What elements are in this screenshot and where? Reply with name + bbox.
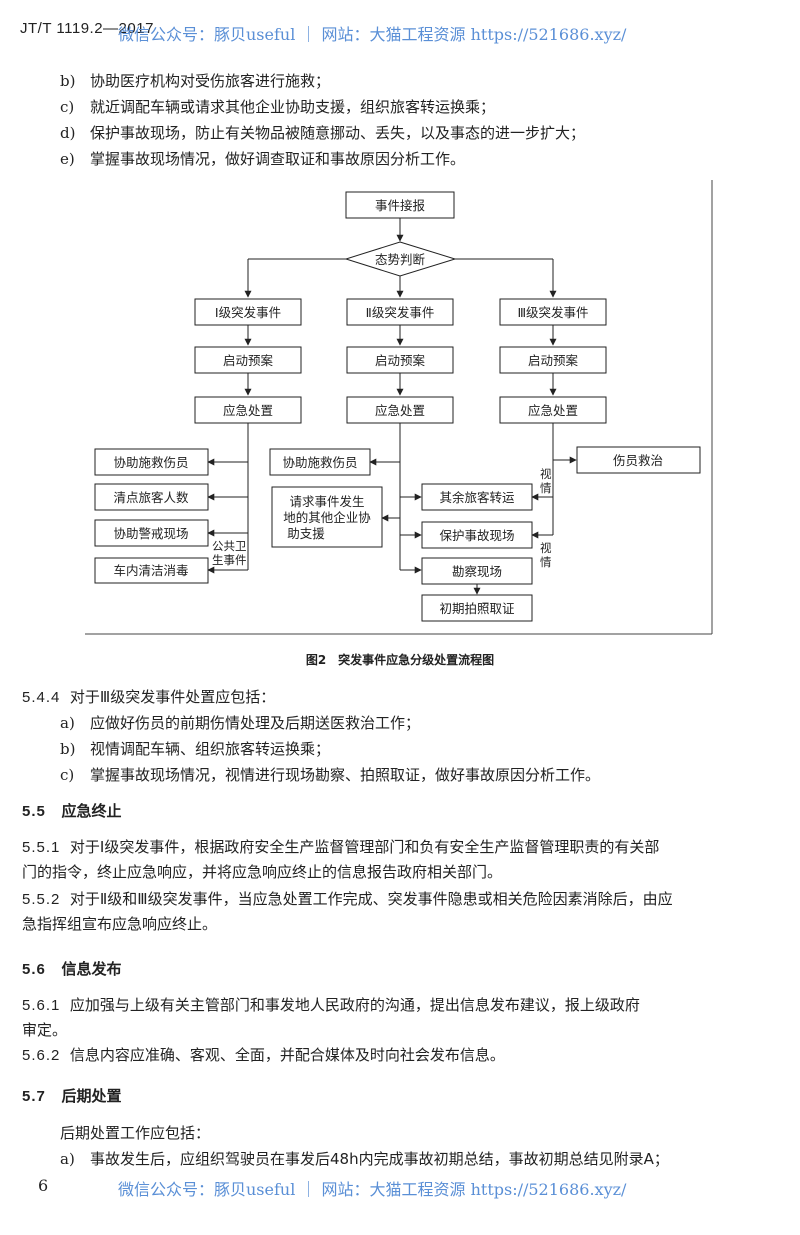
by-condition-label: 情 xyxy=(540,481,552,495)
plan-box-2 xyxy=(346,346,454,374)
start-box xyxy=(345,191,455,219)
watermark-bottom: 微信公众号：豚贝useful ｜ 网站：大猫工程资源 https://52168… xyxy=(118,1180,627,1199)
level2-text: Ⅱ级突发事件 xyxy=(366,305,435,320)
request-text-line: 请求事件发生 xyxy=(289,494,364,509)
clause-5-7-intro: 后期处置工作应包括： xyxy=(60,1124,211,1142)
flowchart: 事件接报 态势判断 Ⅰ级突发事件 Ⅱ级突发事件 Ⅲ级突发事件 启动预案 启动预案… xyxy=(85,180,713,635)
plan-text: 启动预案 xyxy=(528,353,579,368)
clause-5-5-2-cont: 急指挥组宣布应急响应终止。 xyxy=(22,915,218,933)
figure-caption: 图2 突发事件应急分级处置流程图 xyxy=(305,653,495,667)
section-heading-5-7: 5.7 后期处置 xyxy=(22,1087,122,1105)
left-box-1 xyxy=(94,448,209,476)
level2-box xyxy=(346,298,454,326)
right-box-survey xyxy=(421,557,533,585)
list-item: d)保护事故现场，防止有关物品被随意挪动、丢失，以及事态的进一步扩大； xyxy=(60,124,586,142)
list-item: a)事故发生后，应组织驾驶员在事发后48h内完成事故初期总结，事故初期总结见附录… xyxy=(60,1150,669,1168)
clause-5-6-1: 5.6.1 应加强与上级有关主管部门和事发地人民政府的沟通，提出信息发布建议，报… xyxy=(22,996,640,1014)
left-box-text: 车内清洁消毒 xyxy=(113,563,188,578)
right-box-text: 初期拍照取证 xyxy=(439,601,515,616)
list-item: b)协助医疗机构对受伤旅客进行施救； xyxy=(60,72,331,90)
request-text-line: 地的其他企业协 xyxy=(283,510,371,525)
clause-5-4-4: 5.4.4 对于Ⅲ级突发事件处置应包括： xyxy=(22,688,276,706)
clause-5-5-1: 5.5.1 对于Ⅰ级突发事件，根据政府安全生产监督管理部门和负有安全生产监督管理… xyxy=(22,838,660,856)
by-condition-label: 视 xyxy=(540,541,552,555)
level1-box xyxy=(194,298,302,326)
request-text-line: 助支援 xyxy=(287,526,325,541)
treat-box xyxy=(576,446,701,474)
clause-5-6-1-cont: 审定。 xyxy=(22,1021,68,1039)
page-number: 6 xyxy=(38,1176,49,1195)
by-condition-label: 视 xyxy=(540,467,552,481)
plan-text: 启动预案 xyxy=(375,353,426,368)
handle-box-3 xyxy=(499,396,607,424)
left-box-4 xyxy=(94,557,209,584)
list-item: e)掌握事故现场情况，做好调查取证和事故原因分析工作。 xyxy=(60,150,466,168)
standard-number: JT/T 1119.2—2017 xyxy=(20,20,154,37)
right-box-text: 勘察现场 xyxy=(452,564,502,579)
plan-box-1 xyxy=(194,346,302,374)
decision-diamond xyxy=(344,241,457,277)
left-box-text: 协助施救伤员 xyxy=(113,455,188,470)
list-item: b)视情调配车辆、组织旅客转运换乘； xyxy=(60,740,331,758)
section-heading-5-5: 5.5 应急终止 xyxy=(22,802,122,820)
treat-box-text: 伤员救治 xyxy=(613,453,663,468)
plan-box-3 xyxy=(499,346,607,374)
clause-5-5-2: 5.5.2 对于Ⅱ级和Ⅲ级突发事件，当应急处置工作完成、突发事件隐患或相关危险因… xyxy=(22,890,673,908)
request-box xyxy=(271,486,383,548)
section-heading-5-6: 5.6 信息发布 xyxy=(22,960,122,978)
public-health-label: 公共卫 xyxy=(212,539,247,553)
right-box-protect xyxy=(421,521,533,549)
handle-box-2 xyxy=(346,396,454,424)
decision-text: 态势判断 xyxy=(375,252,425,267)
watermark-top: 微信公众号：豚贝useful ｜ 网站：大猫工程资源 https://52168… xyxy=(118,25,627,44)
handle-text: 应急处置 xyxy=(223,403,273,418)
left-box-3 xyxy=(94,519,209,547)
handle-text: 应急处置 xyxy=(375,403,425,418)
clause-5-5-1-cont: 门的指令，终止应急响应，并将应急响应终止的信息报告政府相关部门。 xyxy=(22,863,503,881)
middle-box xyxy=(269,448,371,476)
right-box-text: 其余旅客转运 xyxy=(439,490,515,505)
left-box-text: 清点旅客人数 xyxy=(113,490,189,505)
left-box-text: 协助警戒现场 xyxy=(113,526,188,541)
plan-text: 启动预案 xyxy=(223,353,274,368)
level3-text: Ⅲ级突发事件 xyxy=(517,305,588,320)
list-item: c)掌握事故现场情况，视情进行现场勘察、拍照取证，做好事故原因分析工作。 xyxy=(60,766,601,784)
left-box-2 xyxy=(94,483,209,511)
right-box-transfer xyxy=(421,483,533,511)
public-health-label: 生事件 xyxy=(212,553,247,567)
by-condition-label: 情 xyxy=(540,555,552,569)
right-box-photo xyxy=(421,594,533,622)
level3-box xyxy=(499,298,607,326)
list-item: c)就近调配车辆或请求其他企业协助支援，组织旅客转运换乘； xyxy=(60,98,496,116)
right-box-text: 保护事故现场 xyxy=(439,528,514,543)
level1-text: Ⅰ级突发事件 xyxy=(215,305,281,320)
start-text: 事件接报 xyxy=(375,198,426,213)
handle-box-1 xyxy=(194,396,302,424)
handle-text: 应急处置 xyxy=(528,403,578,418)
clause-5-6-2: 5.6.2 信息内容应准确、客观、全面，并配合媒体及时向社会发布信息。 xyxy=(22,1046,505,1064)
list-item: a)应做好伤员的前期伤情处理及后期送医救治工作； xyxy=(60,714,421,732)
middle-box-text: 协助施救伤员 xyxy=(282,455,357,470)
